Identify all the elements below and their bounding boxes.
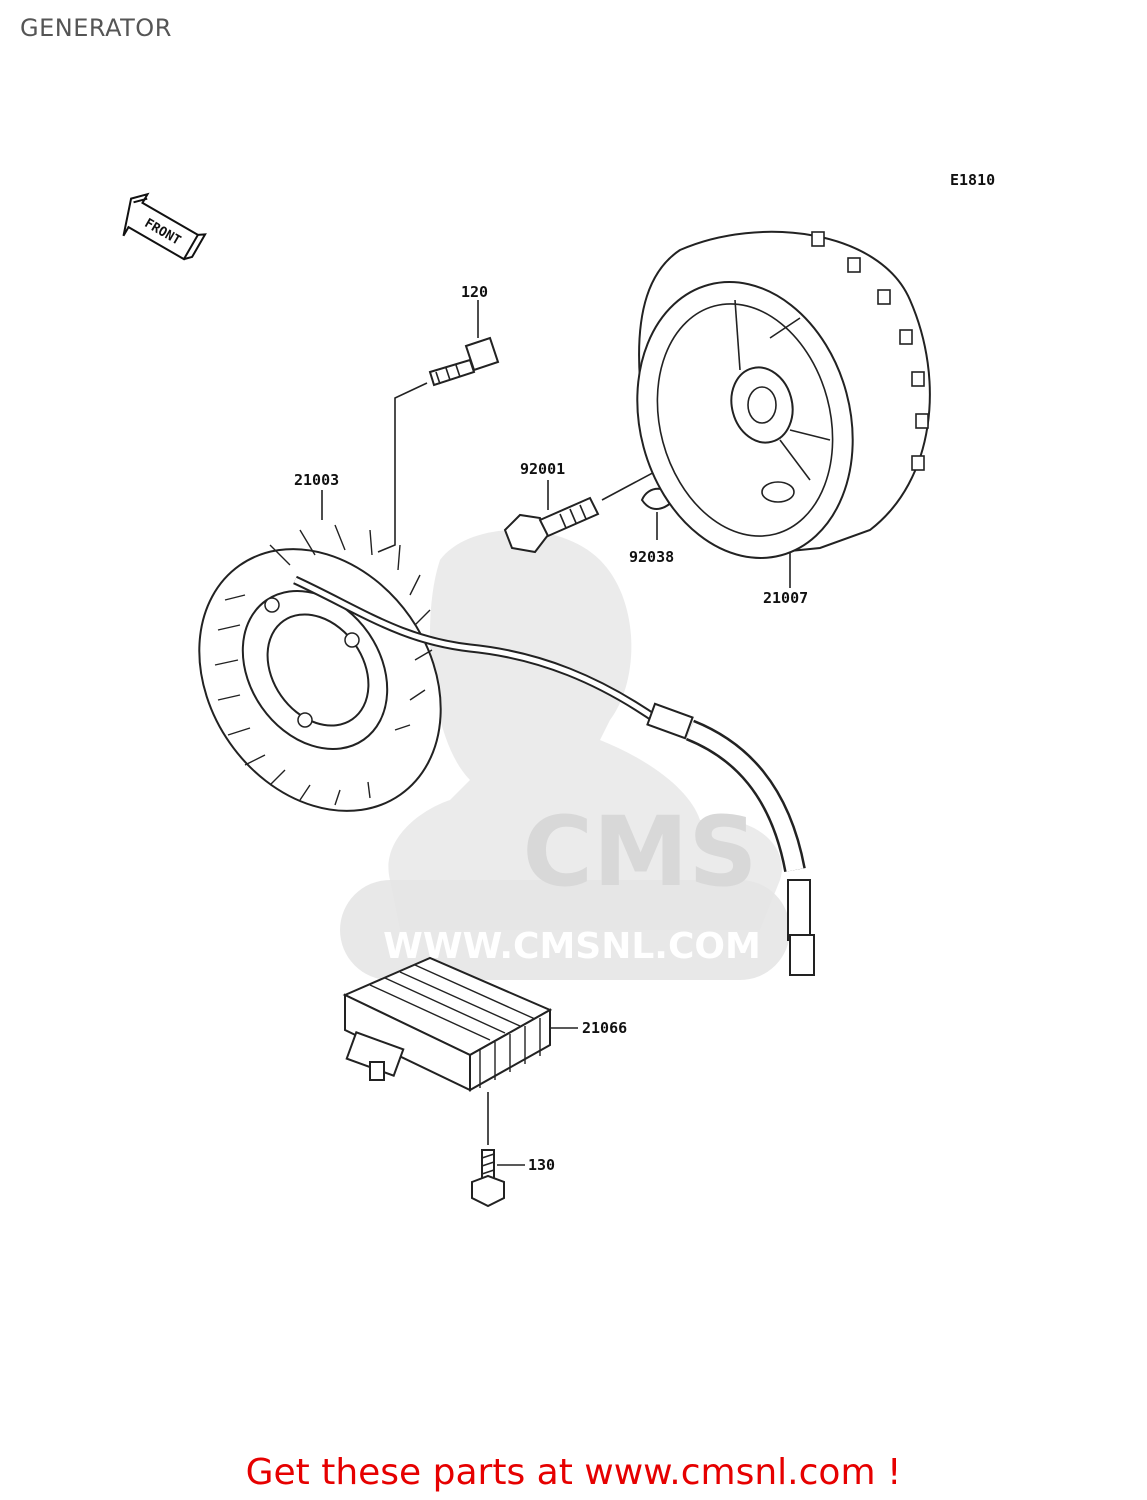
regulator-21066 [342,956,553,1092]
diagram-code: E1810 [950,171,995,189]
wire-harness [293,575,815,976]
callout-21003: 21003 [294,471,339,489]
bolt-92001 [503,496,600,554]
rotor-21007 [636,230,931,559]
callout-120: 120 [461,283,488,301]
cms-watermark: CMS WWW.CMSNL.COM [340,530,790,980]
leader-120 [377,382,428,553]
bolt-120 [428,336,500,387]
stator-21003 [198,524,442,812]
callout-130: 130 [528,1156,555,1174]
callout-21066: 21066 [582,1019,627,1037]
footer-link[interactable]: Get these parts at www.cmsnl.com ! [245,1452,902,1493]
callout-92001: 92001 [520,460,565,478]
watermark-logo: CMS [522,796,757,908]
page-title: GENERATOR [20,14,172,42]
callout-21007: 21007 [763,589,808,607]
callout-92038: 92038 [629,548,674,566]
bolt-130 [471,1149,505,1208]
watermark-url: WWW.CMSNL.COM [383,926,761,967]
front-arrow-icon: FRONT [122,192,207,261]
